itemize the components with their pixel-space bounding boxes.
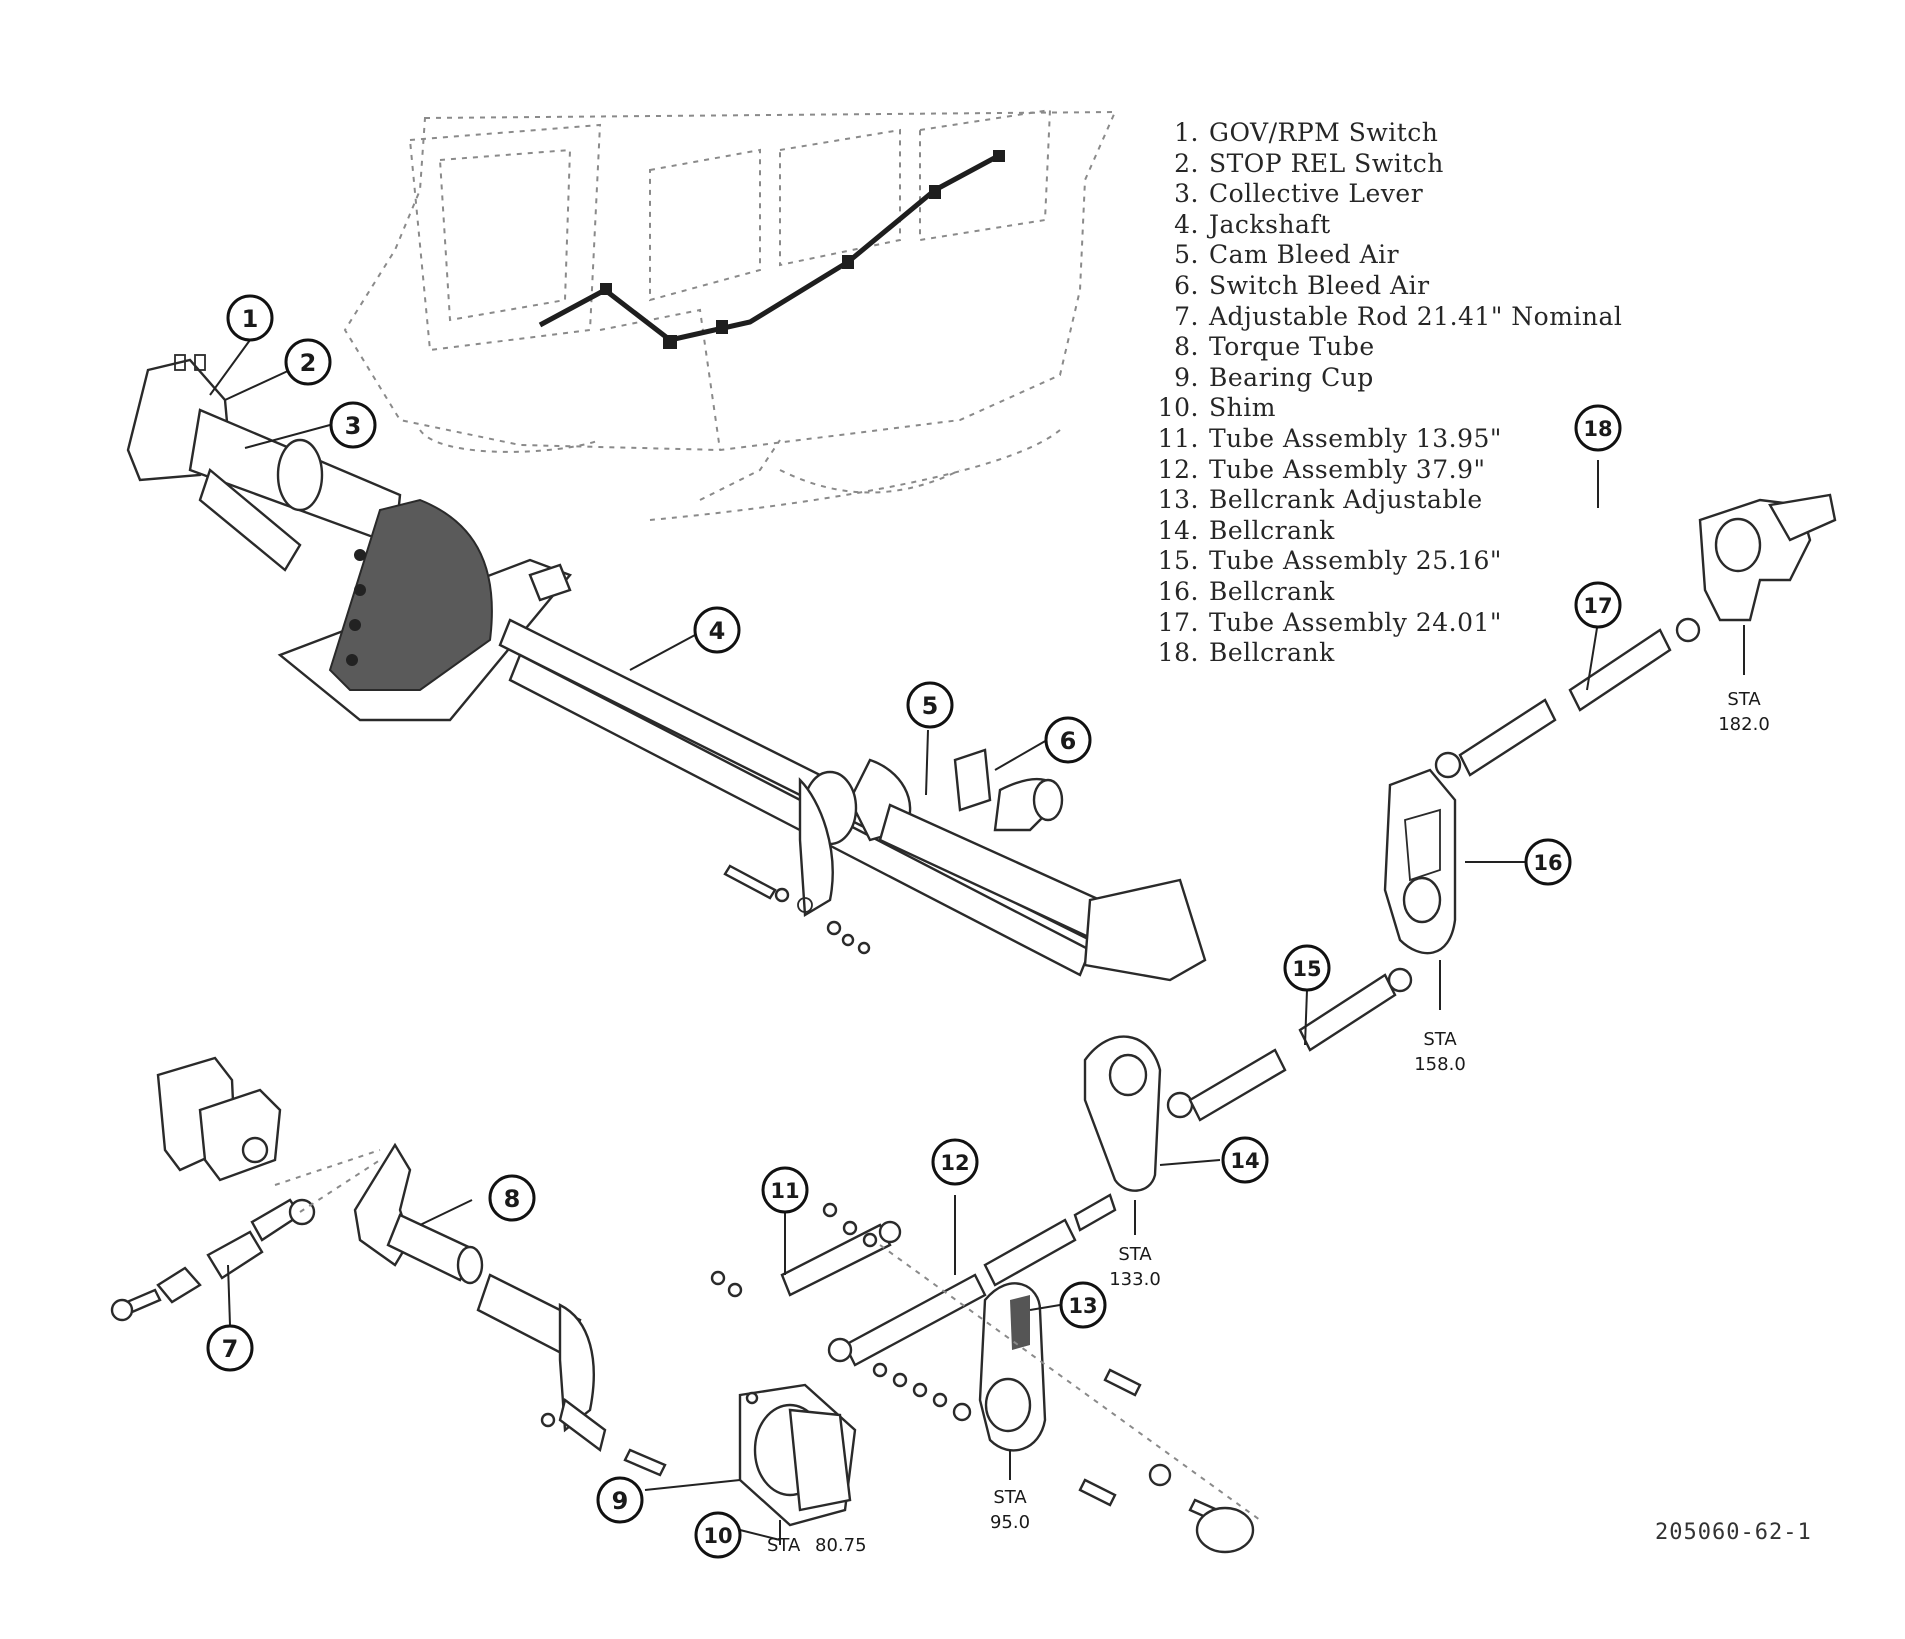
parts-legend: 1.GOV/RPM Switch 2.STOP REL Switch 3.Col… <box>1155 118 1622 669</box>
legend-item: 16.Bellcrank <box>1157 576 1335 606</box>
callout-1: 1 <box>226 294 274 342</box>
callout-4: 4 <box>693 606 741 654</box>
figure-reference: 205060-62-1 <box>1655 1520 1812 1545</box>
svg-text:18: 18 <box>1583 417 1612 441</box>
callout-12: 12 <box>931 1138 979 1186</box>
jackshaft-hardware <box>723 864 871 955</box>
sta-133-label: STA <box>1118 1244 1152 1265</box>
svg-text:8: 8 <box>504 1185 521 1213</box>
legend-item: 13.Bellcrank Adjustable <box>1157 485 1483 515</box>
cam-bleed-air <box>953 748 1064 832</box>
tube-assembly-15 <box>1166 967 1413 1122</box>
callout-16: 16 <box>1524 838 1572 886</box>
collective-lever <box>126 354 402 572</box>
sta-158-value: 158.0 <box>1414 1054 1466 1075</box>
svg-text:16: 16 <box>1533 851 1562 875</box>
callout-6: 6 <box>1044 716 1092 764</box>
bellcrank-14 <box>1083 1035 1162 1192</box>
svg-text:13: 13 <box>1068 1294 1097 1318</box>
legend-item: 15.Tube Assembly 25.16" <box>1157 546 1502 576</box>
svg-text:11: 11 <box>770 1179 799 1203</box>
callout-14: 14 <box>1221 1136 1269 1184</box>
legend-item: 17.Tube Assembly 24.01" <box>1157 607 1502 637</box>
sta-95-label: STA <box>993 1487 1027 1508</box>
svg-text:14: 14 <box>1230 1149 1259 1173</box>
legend-item: 6.Switch Bleed Air <box>1174 270 1430 300</box>
sta-158-label: STA <box>1423 1029 1457 1050</box>
callout-11: 11 <box>761 1166 809 1214</box>
station-ticks <box>779 625 1745 1545</box>
cable-run <box>538 152 1002 343</box>
tube-hardware <box>540 1202 1142 1507</box>
legend-item: 10.Shim <box>1157 393 1276 423</box>
bellcrank-18 <box>1698 493 1837 622</box>
callout-3: 3 <box>329 401 377 449</box>
aft-lever <box>879 1244 1261 1554</box>
svg-text:2: 2 <box>300 349 317 377</box>
lower-left-linkage <box>110 1056 381 1322</box>
legend-item: 8.Torque Tube <box>1174 332 1375 362</box>
callout-2: 2 <box>284 338 332 386</box>
svg-text:9: 9 <box>612 1487 629 1515</box>
bearing-cup <box>738 1383 857 1527</box>
svg-text:6: 6 <box>1060 727 1077 755</box>
legend-item: 9.Bearing Cup <box>1174 362 1374 392</box>
svg-text:3: 3 <box>345 412 362 440</box>
tube-assembly-12 <box>827 1193 1117 1367</box>
sta-80-label: STA <box>767 1535 801 1556</box>
legend-item: 1.GOV/RPM Switch <box>1174 118 1439 147</box>
legend-item: 3.Collective Lever <box>1174 179 1424 209</box>
legend-item: 11.Tube Assembly 13.95" <box>1157 423 1502 453</box>
callouts: 1 2 3 4 5 6 7 8 9 10 11 12 13 14 15 16 1… <box>206 294 1622 1559</box>
legend-item: 4.Jackshaft <box>1174 209 1331 239</box>
svg-text:10: 10 <box>703 1524 732 1548</box>
callout-13: 13 <box>1059 1281 1107 1329</box>
svg-text:1: 1 <box>242 305 259 333</box>
station-labels: STA 182.0 STA 158.0 STA 133.0 STA 95.0 S… <box>767 689 1770 1556</box>
tube-assembly-17 <box>1434 617 1701 779</box>
sta-182-label: STA <box>1727 689 1761 710</box>
bellcrank-13 <box>978 1282 1047 1452</box>
sta-95-value: 95.0 <box>990 1512 1030 1533</box>
sta-133-value: 133.0 <box>1109 1269 1161 1290</box>
callout-8: 8 <box>488 1174 536 1222</box>
lever-mount-bracket <box>277 498 572 722</box>
callout-15: 15 <box>1283 944 1331 992</box>
callout-18: 18 <box>1574 404 1622 452</box>
legend-item: 5.Cam Bleed Air <box>1174 240 1400 270</box>
svg-text:7: 7 <box>222 1335 239 1363</box>
legend-item: 12.Tube Assembly 37.9" <box>1157 454 1486 484</box>
svg-text:15: 15 <box>1292 957 1321 981</box>
svg-text:12: 12 <box>940 1151 969 1175</box>
leader-lines <box>209 339 1599 1541</box>
helicopter-outline <box>343 108 1117 521</box>
legend-item: 7.Adjustable Rod 21.41" Nominal <box>1174 301 1623 331</box>
jackshaft <box>498 618 1207 982</box>
torque-tube <box>353 1142 607 1453</box>
callout-10: 10 <box>694 1511 742 1559</box>
callout-17: 17 <box>1574 581 1622 629</box>
legend-item: 18.Bellcrank <box>1157 638 1335 668</box>
sta-80-value: 80.75 <box>815 1535 867 1556</box>
callout-9: 9 <box>596 1476 644 1524</box>
svg-text:5: 5 <box>922 692 939 720</box>
tube-assembly-11 <box>780 1220 902 1297</box>
svg-text:4: 4 <box>709 617 726 645</box>
callout-7: 7 <box>206 1324 254 1372</box>
legend-item: 2.STOP REL Switch <box>1174 148 1444 178</box>
bellcrank-16 <box>1383 768 1457 955</box>
svg-text:17: 17 <box>1583 594 1612 618</box>
callout-5: 5 <box>906 681 954 729</box>
legend-item: 14.Bellcrank <box>1157 515 1335 545</box>
sta-182-value: 182.0 <box>1718 714 1770 735</box>
